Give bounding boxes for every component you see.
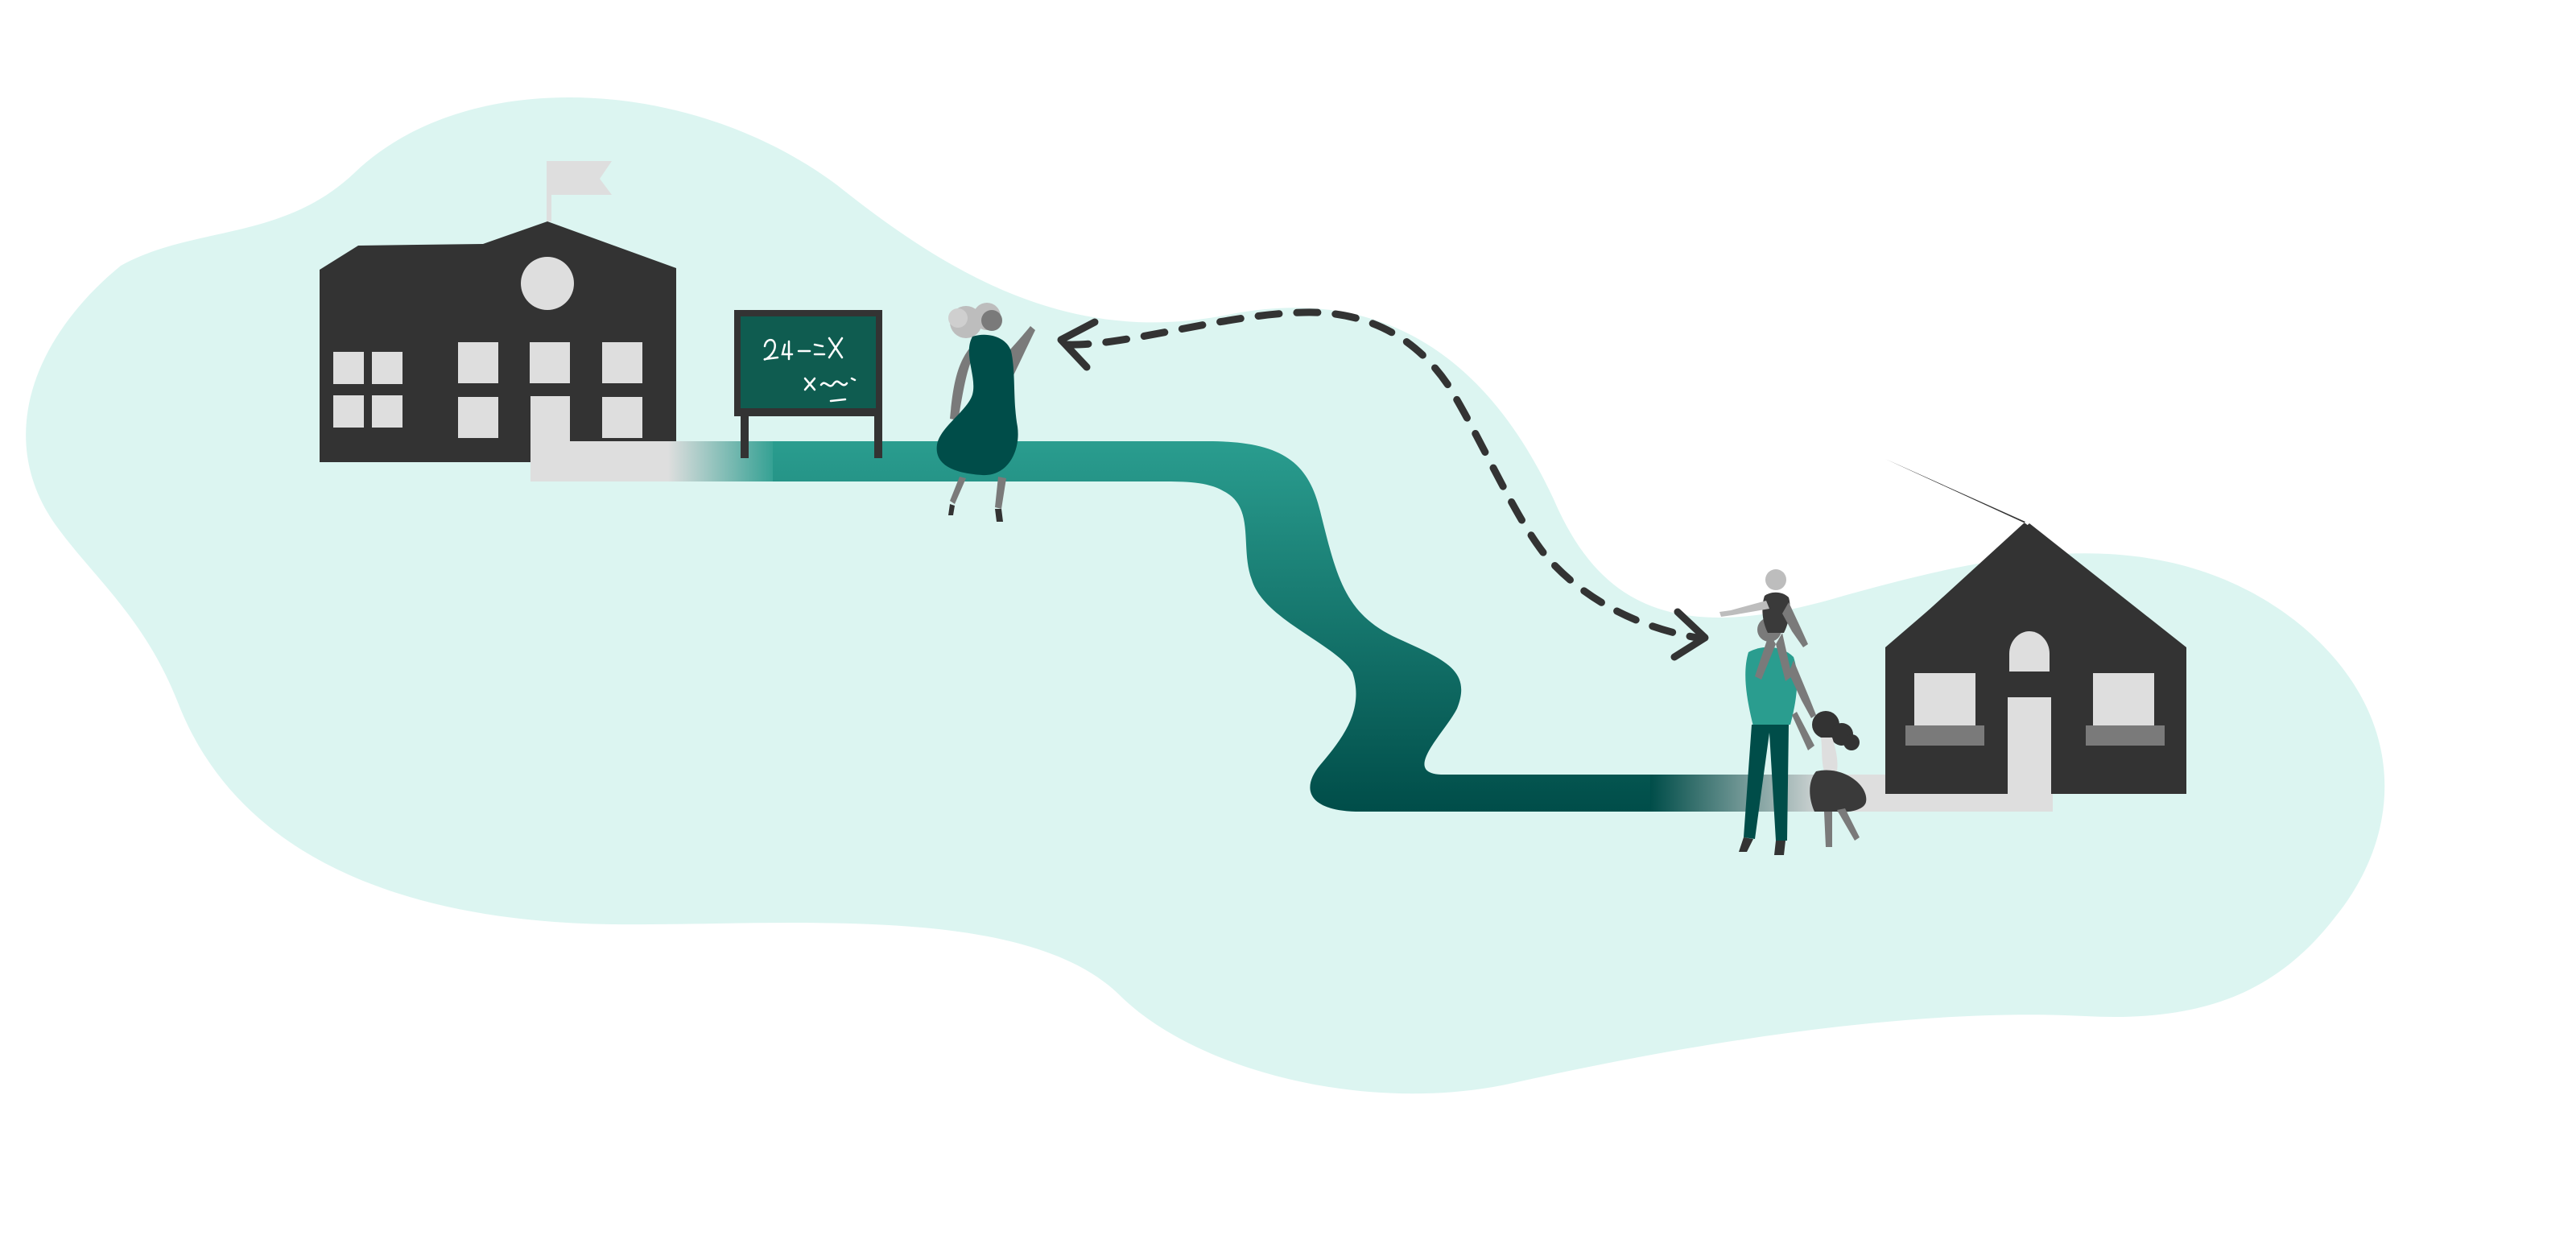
house-window-left	[1914, 673, 1975, 728]
small-child-figure	[1792, 711, 1867, 847]
school-clock-window	[521, 257, 574, 310]
house-flower-box-right	[2086, 725, 2165, 746]
flag-icon	[551, 161, 612, 195]
chalk-writing	[763, 337, 857, 403]
school-building-icon	[320, 221, 676, 462]
house-door	[2008, 697, 2051, 794]
winding-path-icon	[773, 441, 1674, 812]
teacher-figure-icon	[936, 303, 1035, 522]
house-flower-box-left	[1905, 725, 1984, 746]
dashed-double-arrow-icon	[1057, 308, 1709, 661]
school-building	[320, 161, 676, 462]
house-window-right	[2093, 673, 2154, 728]
house-attic-window	[2009, 631, 2050, 672]
family-figures-icon	[1719, 569, 1867, 855]
child-on-shoulders-figure	[1719, 569, 1808, 681]
house-icon	[1885, 459, 2186, 794]
chalkboard-icon	[734, 310, 882, 458]
school-windows	[333, 342, 642, 438]
school-path-start	[530, 441, 780, 481]
